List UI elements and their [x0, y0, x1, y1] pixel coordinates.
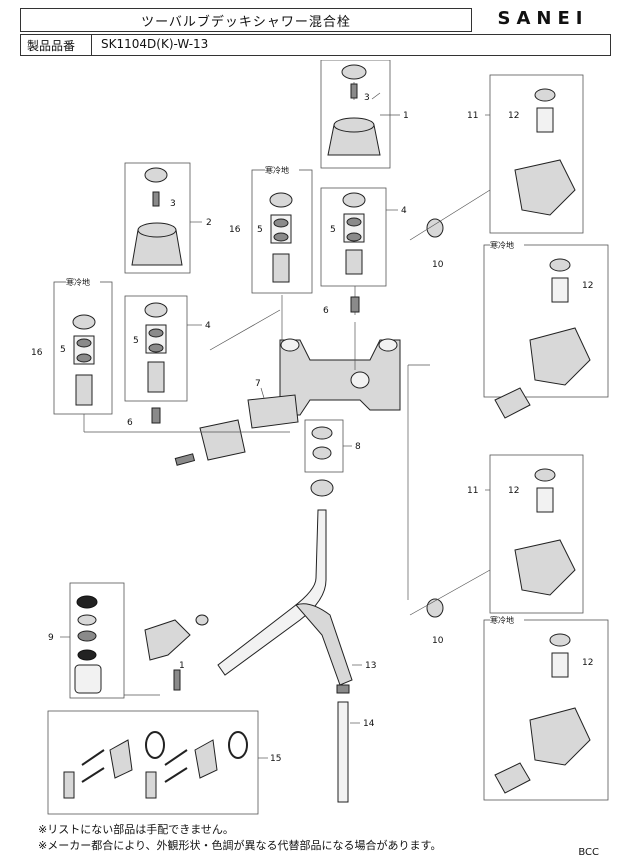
- header: ツーバルブデッキシャワー混合栓 SANEI 製品品番 SK1104D(K)-W-…: [20, 8, 611, 56]
- cold-region-label-2: 寒冷地: [66, 277, 90, 287]
- footnotes: ※リストにない部品は手配できません。 ※メーカー都合により、外観形状・色調が異な…: [38, 822, 441, 854]
- left-handle-group: 3 2 4 5 6 寒冷地 16 5: [31, 162, 212, 428]
- model-label: 製品品番: [27, 39, 76, 53]
- label-6a: 6: [323, 306, 329, 316]
- model-separator: [91, 35, 92, 55]
- note-2: ※メーカー都合により、外観形状・色調が異なる代替部品になる場合があります。: [38, 839, 442, 852]
- label-4a: 4: [401, 206, 407, 216]
- cold-region-label-3: 寒冷地: [490, 240, 514, 250]
- part-7-valve: [247, 394, 299, 429]
- label-11b: 11: [467, 486, 478, 496]
- right-handle-group: 3 1 4 5 6 寒冷地 16 5: [229, 60, 409, 316]
- label-1b: 1: [179, 661, 185, 671]
- label-5d: 5: [60, 345, 66, 355]
- label-3a: 3: [364, 93, 370, 103]
- part-4-box-right: [320, 187, 387, 287]
- title-box: ツーバルブデッキシャワー混合栓: [20, 8, 472, 32]
- label-4b: 4: [205, 321, 211, 331]
- label-7: 7: [255, 379, 261, 389]
- brand-logo: SANEI: [497, 8, 589, 29]
- label-10b: 10: [432, 636, 444, 646]
- label-15: 15: [270, 754, 281, 764]
- shower-elbow: [144, 619, 191, 661]
- part-11-box-upper: [489, 74, 584, 234]
- diverter-lever: [199, 419, 246, 461]
- label-16a: 16: [229, 225, 241, 235]
- part-4-box-left: [124, 295, 188, 402]
- part-1-box: [320, 60, 391, 169]
- part-15-box: [47, 710, 259, 815]
- right-mount-upper: 11 12 10 寒冷地 12: [426, 74, 609, 419]
- label-12b: 12: [582, 281, 593, 291]
- label-5b: 5: [257, 225, 263, 235]
- label-9: 9: [48, 633, 54, 643]
- part-screw: [350, 83, 358, 99]
- note-1: ※リストにない部品は手配できません。: [38, 823, 234, 836]
- cold-region-box-lower: [483, 619, 609, 801]
- right-mount-lower: 11 12 10 寒冷地 12: [426, 454, 609, 801]
- exploded-parts-diagram: 3 1 4 5 6 寒冷地 16 5 3 2: [31, 60, 609, 815]
- part-9-box: [69, 582, 125, 699]
- part-2-box: [124, 162, 191, 274]
- label-12a: 12: [508, 111, 519, 121]
- cold-region-label-1: 寒冷地: [265, 165, 289, 175]
- label-5c: 5: [133, 336, 139, 346]
- label-16b: 16: [31, 348, 43, 358]
- label-1: 1: [403, 111, 409, 121]
- model-value: SK1104D(K)-W-13: [101, 37, 209, 51]
- part-cap: [341, 64, 367, 80]
- shower-assembly: 1 9 13 14 15: [47, 509, 376, 815]
- cold-region-box-upper: [483, 244, 609, 398]
- cold-region-label-4: 寒冷地: [490, 615, 514, 625]
- label-8: 8: [355, 442, 361, 452]
- hand-shower-head: [295, 603, 353, 686]
- label-2: 2: [206, 218, 212, 228]
- product-title: ツーバルブデッキシャワー混合栓: [141, 15, 351, 30]
- label-3b: 3: [170, 199, 176, 209]
- label-12c: 12: [508, 486, 519, 496]
- label-12d: 12: [582, 658, 593, 668]
- main-body: 7 8: [83, 295, 401, 497]
- shower-hose: [337, 701, 349, 803]
- label-13: 13: [365, 661, 376, 671]
- label-5a: 5: [330, 225, 336, 235]
- mount-body-upper: [514, 159, 576, 216]
- label-10a: 10: [432, 260, 444, 270]
- part-11-box-lower: [489, 454, 584, 614]
- label-14: 14: [363, 719, 375, 729]
- label-11a: 11: [467, 111, 478, 121]
- label-6b: 6: [127, 418, 133, 428]
- doc-code: BCC: [578, 847, 599, 858]
- faucet-body: [279, 339, 401, 416]
- shower-pipe: [217, 509, 327, 676]
- model-row: 製品品番 SK1104D(K)-W-13: [20, 34, 611, 56]
